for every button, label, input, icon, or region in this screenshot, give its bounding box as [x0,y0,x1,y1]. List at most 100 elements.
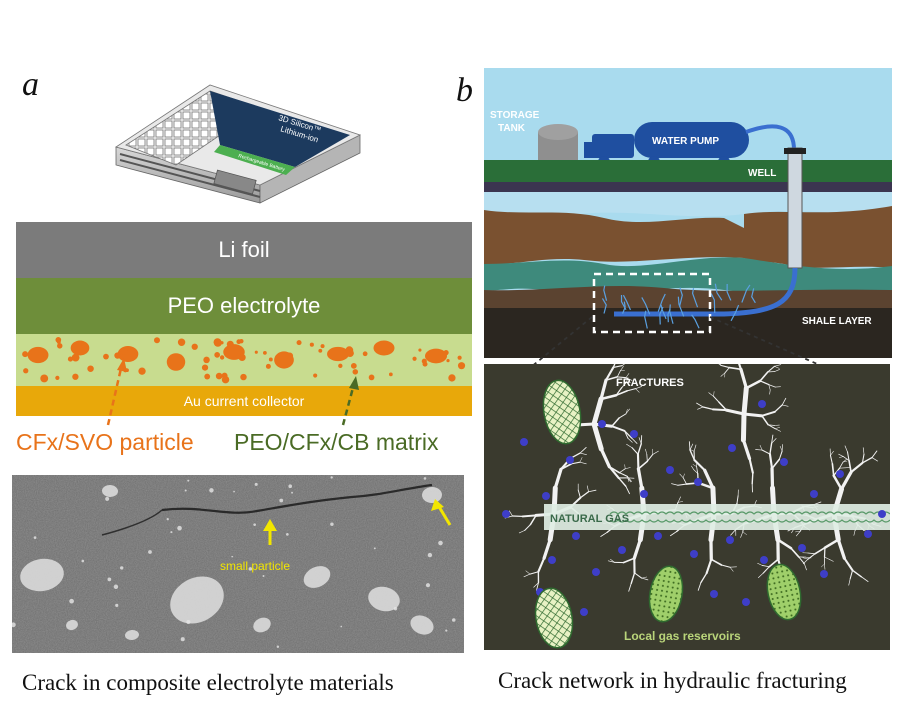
micrograph-speck [423,477,427,480]
fracture-branch [728,366,742,371]
fracture-branch [537,557,546,573]
well-label: WELL [748,168,776,179]
fracture-branch [742,531,747,535]
micrograph-speck [209,488,214,493]
fracture-branch [518,530,526,534]
fracture-branch [748,457,754,474]
fracture-branch [824,563,826,570]
scene-crack [601,298,607,314]
cfx-particle [346,349,354,358]
fracture-branch [862,447,865,455]
cfx-particle [368,374,375,381]
fracture-branch [711,408,728,412]
cfx-particle [87,365,94,372]
micrograph-grain [102,484,118,498]
cfx-particle [226,340,234,348]
cfx-particle [286,352,294,360]
cfx-particle [459,364,464,369]
fracture-branch [849,569,854,580]
fracture-branch [843,557,854,572]
fracture-branch [710,558,723,566]
proppant-dot [836,470,844,478]
storage-tank-label-2: TANK [498,123,526,134]
fracture-branch [739,367,748,390]
proppant-dot [798,544,806,552]
fracture-branch [839,461,844,469]
proppant-dot [630,430,638,438]
fracture-branch [677,483,688,486]
fracture-branch [605,376,619,381]
fracture-branch [621,364,626,367]
fracture-branch [724,408,746,416]
scene-crack [751,288,756,304]
storage-tank-label-1: STORAGE [490,110,540,121]
cfx-particle [57,343,63,349]
fracture-branch [798,556,805,565]
cfx-particle [412,356,417,361]
proppant-dot [878,510,886,518]
fracture-branch [738,364,742,371]
cfx-particle [56,339,61,344]
fracture-branch [615,387,623,396]
fracture-branch [742,412,764,418]
fracture-branch [533,582,539,588]
fracture-branch [807,553,816,560]
fracture-branch [771,438,777,444]
fracture-branch [760,410,776,417]
micrograph-speck [291,491,293,494]
scene-crack [644,310,648,329]
fracture-branch [720,364,722,366]
cfx-particle [23,368,29,374]
peo-electrolyte-label: PEO electrolyte [167,293,321,318]
fracture-branch [604,366,615,382]
fracture-branch [768,558,780,568]
panel-b-letter: b [456,72,473,109]
scene-crack [714,283,723,301]
proppant-dot [864,530,872,538]
fracture-branch [579,491,590,499]
cfx-particle [422,361,428,367]
fracture-branch [627,476,629,482]
scene-crack [660,304,667,320]
fracture-branch [637,460,649,470]
cfx-particle [338,363,343,369]
proppant-dot [542,492,550,500]
fracture-branch [579,457,583,463]
fracture-branch [848,459,852,473]
cfx-particle [70,340,90,356]
proppant-dot [780,458,788,466]
fracture-branch [669,531,678,537]
scene-crack [677,296,685,317]
cfx-particle [320,344,325,349]
fracture-branch [696,402,704,408]
fracture-branch [761,415,769,426]
fracture-branch [829,559,834,562]
cfx-particle [213,338,222,347]
fracture-branch [618,472,628,477]
fracture-branch [790,547,800,558]
fracture-branch [671,483,679,486]
cfx-particle [268,357,273,362]
cfx-particle [166,353,186,371]
cfx-particle [388,372,393,377]
fracture-branch [631,437,638,444]
micrograph-grain [303,566,331,588]
cfx-particle [22,351,29,358]
micrograph-speck [286,533,289,536]
fracture-branch [692,464,697,467]
fracture-branch [781,404,789,407]
fracture-branch [778,450,783,460]
fracture-branch [635,388,640,393]
gas-reservoir-4 [766,563,802,621]
micrograph-grains [12,476,456,648]
fracture-branch [625,485,630,495]
cfx-particle [120,347,128,355]
fracture-branch [525,570,531,575]
fracture-branch [751,472,754,485]
fracture-branch [624,467,631,470]
micrograph-speck [113,584,119,589]
fracture-branch [638,437,642,445]
micrograph-grain [170,576,224,624]
fracture-branch [761,565,770,568]
